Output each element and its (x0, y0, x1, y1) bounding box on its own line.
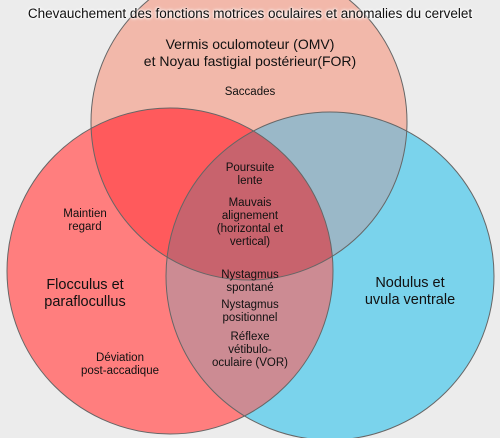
item-deviation-post-accadique: Déviation post-accadique (81, 352, 159, 377)
item-saccades: Saccades (224, 86, 276, 98)
set-label-top: Vermis oculomoteur (OMV) et Noyau fastig… (143, 36, 357, 69)
set-label-right: Nodulus et uvula ventrale (364, 275, 456, 308)
item-reflexe-vor: Réflexe vétibulo- oculaire (VOR) (211, 331, 289, 369)
item-nystagmus-spontane: Nystagmus spontané (221, 269, 279, 294)
item-nystagmus-positionnel: Nystagmus positionnel (221, 299, 279, 324)
outline-left (6, 107, 334, 435)
outline-top (90, 0, 408, 281)
diagram-title: Chevauchement des fonctions motrices ocu… (27, 6, 473, 21)
item-mauvais-alignement: Mauvais alignement (horizontal et vertic… (216, 197, 284, 248)
outline-right (165, 111, 495, 438)
item-maintien-regard: Maintien regard (63, 208, 107, 233)
set-label-left: Flocculus et paraflocullus (44, 277, 126, 310)
item-poursuite-lente: Poursuite lente (225, 162, 275, 187)
